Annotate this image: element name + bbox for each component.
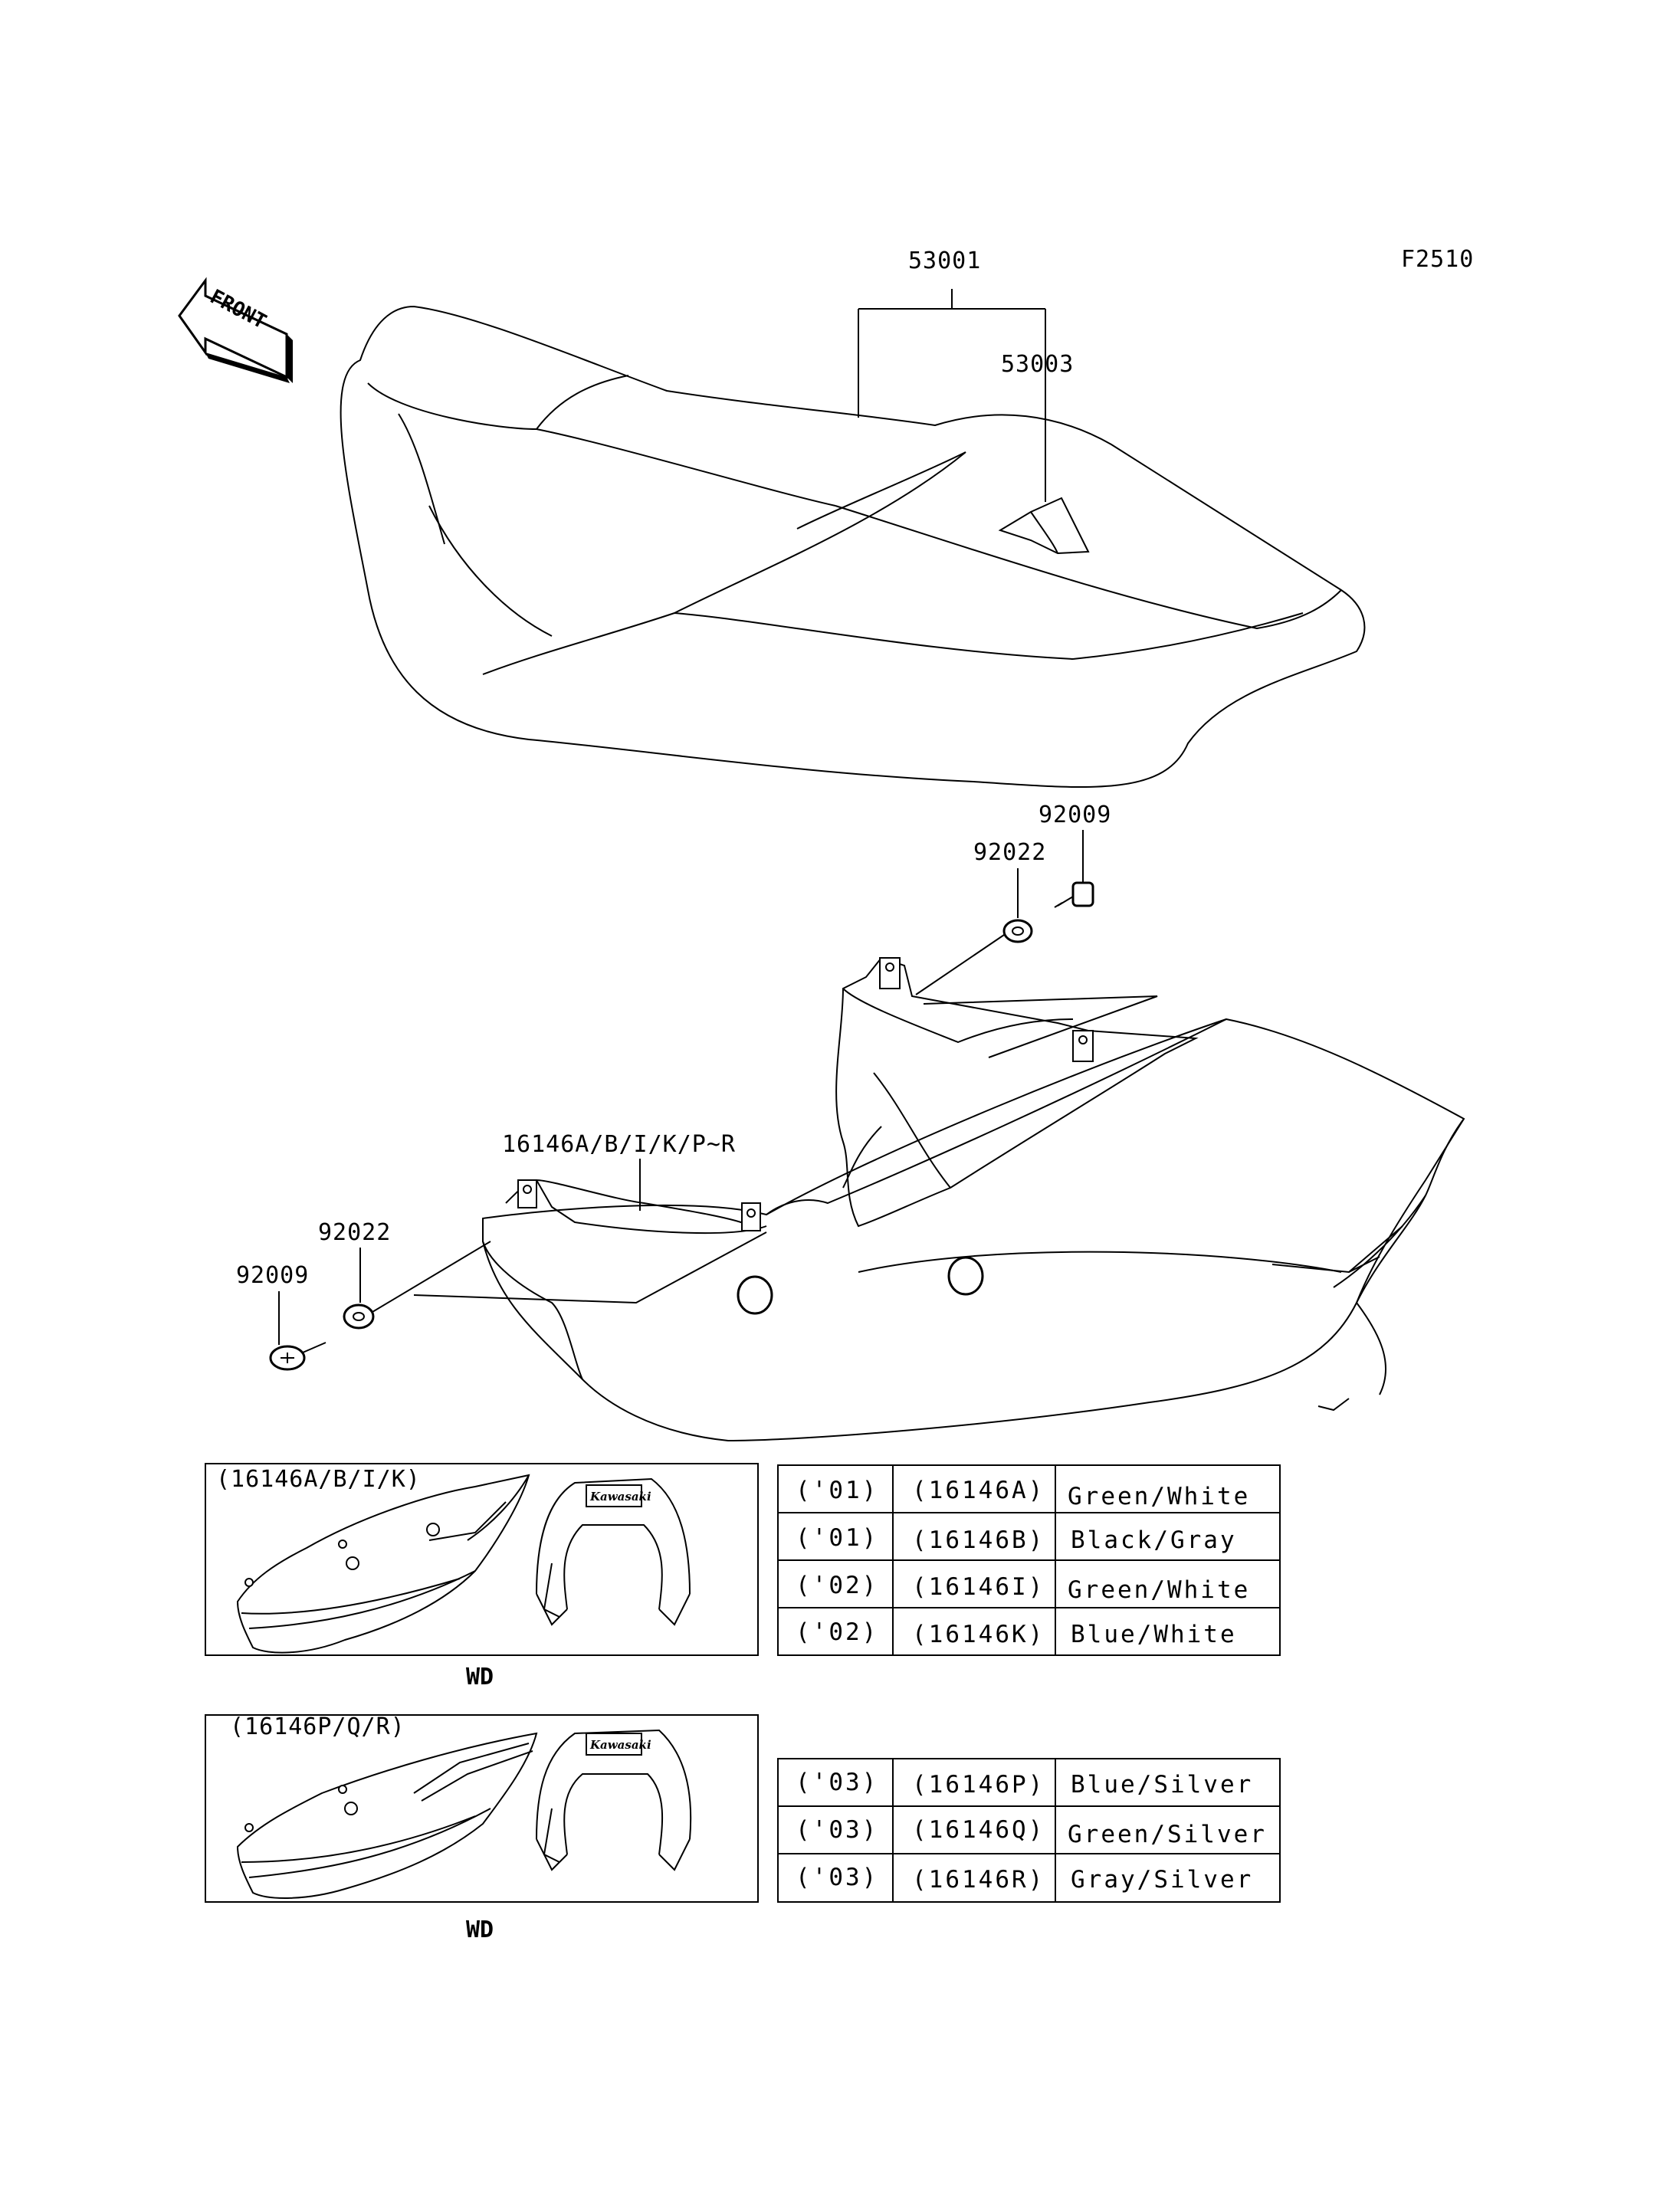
washer-left bbox=[343, 1303, 375, 1330]
callout-53001: 53001 bbox=[908, 248, 981, 274]
table-1-row-1-part: (16146A) bbox=[912, 1477, 1045, 1504]
table-1-row-3-year: ('02) bbox=[796, 1572, 878, 1599]
inset-2-frame bbox=[205, 1714, 759, 1903]
callout-92022-left: 92022 bbox=[318, 1219, 391, 1246]
washer-right bbox=[1002, 919, 1033, 943]
inset-2-side-view bbox=[236, 1732, 538, 1899]
table-1-row-4-year: ('02) bbox=[796, 1618, 878, 1646]
table-2-row-3-year: ('03) bbox=[796, 1864, 878, 1891]
table-2-row-1-part: (16146P) bbox=[912, 1771, 1045, 1799]
bolt-right bbox=[1054, 881, 1094, 908]
inset-1-rear-view: Kawasaki bbox=[536, 1477, 691, 1626]
table-1-row-2-year: ('01) bbox=[796, 1524, 878, 1552]
side-cover bbox=[413, 956, 1465, 1442]
table-2-row-1-year: ('03) bbox=[796, 1769, 878, 1796]
callout-16146: 16146A/B/I/K/P~R bbox=[502, 1131, 736, 1158]
table-1-row-3-part: (16146I) bbox=[912, 1573, 1045, 1601]
table-1-row-2-part: (16146B) bbox=[912, 1526, 1045, 1554]
seat bbox=[340, 305, 1366, 789]
inset-1-side-view bbox=[236, 1474, 530, 1654]
inset-1-caption: WD bbox=[466, 1664, 494, 1690]
table-2-row-2-year: ('03) bbox=[796, 1816, 878, 1844]
color-table-2: ('03) (16146P) Blue/Silver ('03) (16146Q… bbox=[777, 1758, 1281, 1903]
inset-2-label: (16146P/Q/R) bbox=[230, 1713, 405, 1740]
bolt-left bbox=[269, 1342, 326, 1371]
table-1-row-4-part: (16146K) bbox=[912, 1621, 1045, 1648]
inset-2-caption: WD bbox=[466, 1917, 494, 1943]
inset-1-logo: Kawasaki bbox=[589, 1490, 651, 1503]
inset-1-frame bbox=[205, 1463, 759, 1656]
callout-92009-right: 92009 bbox=[1039, 802, 1111, 828]
inset-2-rear-view: Kawasaki bbox=[536, 1729, 692, 1871]
table-1-row-3-color: Green/White bbox=[1068, 1576, 1250, 1604]
table-1-row-1-year: ('01) bbox=[796, 1477, 878, 1504]
table-2-row-3-color: Gray/Silver bbox=[1071, 1866, 1253, 1894]
table-2-row-1-color: Blue/Silver bbox=[1071, 1771, 1253, 1799]
color-table-1: ('01) (16146A) Green/White ('01) (16146B… bbox=[777, 1464, 1281, 1656]
table-2-row-3-part: (16146R) bbox=[912, 1866, 1045, 1894]
table-2-row-2-part: (16146Q) bbox=[912, 1816, 1045, 1844]
table-1-row-2-color: Black/Gray bbox=[1071, 1526, 1237, 1554]
callout-92009-left: 92009 bbox=[236, 1262, 309, 1289]
table-2-row-2-color: Green/Silver bbox=[1068, 1821, 1267, 1848]
callout-53003: 53003 bbox=[1001, 351, 1074, 378]
table-1-row-1-color: Green/White bbox=[1068, 1483, 1250, 1510]
figure-id: F2510 bbox=[1401, 246, 1474, 273]
callout-92022-right: 92022 bbox=[973, 839, 1046, 866]
inset-2-logo: Kawasaki bbox=[589, 1738, 651, 1752]
table-1-row-4-color: Blue/White bbox=[1071, 1621, 1237, 1648]
front-arrow-icon: FRONT bbox=[178, 277, 293, 383]
inset-1-label: (16146A/B/I/K) bbox=[216, 1466, 421, 1493]
